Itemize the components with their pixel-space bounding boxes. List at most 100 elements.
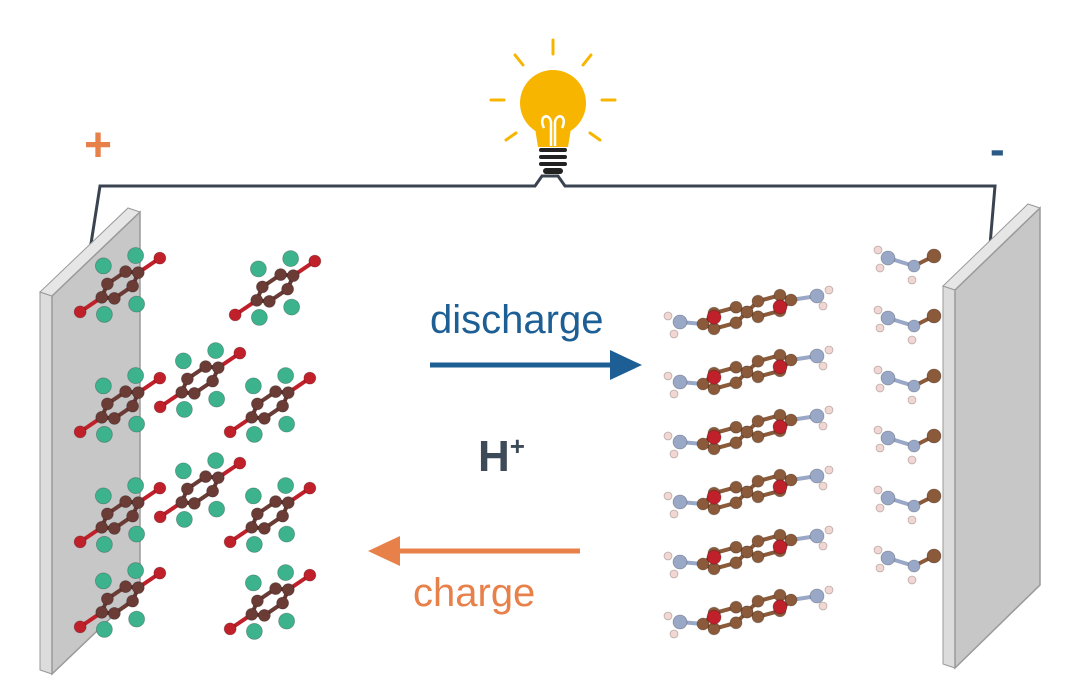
hydrogen-atom [818,541,828,551]
carbon-atom [175,495,189,509]
chlorine-atom [128,610,146,628]
chloranil-crystal-molecules [73,247,322,640]
carbon-atom [250,397,264,411]
amine-group [873,485,942,525]
chlorine-atom [95,621,113,638]
oxygen-atom [153,510,167,524]
oxygen-atom [772,299,788,315]
hydrogen-atom [907,575,917,585]
nitrogen-atom [672,434,688,450]
positive-electrode [39,207,141,676]
carbon-atom [107,292,121,305]
carbon-atom [269,495,283,508]
hydrogen-atom [669,569,679,579]
carbon-atom [250,594,264,608]
carbon-atom [729,480,743,494]
carbon-atom [696,317,710,331]
amine-group [873,245,942,285]
chlorine-atom [244,377,262,395]
nitrogen-atom [672,314,688,330]
carbon-atom [751,534,765,548]
carbon-atom [740,425,754,439]
chlorine-atom [94,572,112,590]
carbon-atom [729,316,743,330]
chlorine-atom [245,536,263,553]
nitrogen-atom [672,494,688,510]
chlorine-atom [95,306,113,323]
hydrogen-atom [663,371,673,381]
carbon-atom [131,386,145,400]
hydrogen-atom [669,329,679,339]
carbon-atom [729,420,743,434]
carbon-atom [696,617,710,631]
light-bulb-icon [489,38,617,174]
oxygen-atom [233,346,247,360]
hydrogen-atom [663,431,673,441]
chlorine-atom [127,367,145,384]
nitrogen-atom [672,554,688,570]
carbon-atom [729,616,743,630]
nitrogen-atom [672,374,688,390]
circuit-wire [88,174,997,251]
oxygen-atom [706,429,722,445]
discharge-label: discharge [430,298,604,342]
carbon-atom [751,490,765,504]
carbon-atom [751,310,765,324]
oxygen-atom [706,489,722,505]
carbon-atom [276,596,290,610]
carbon-atom [257,412,271,425]
oxygen-atom [308,254,322,268]
chloranil-molecule [73,367,167,443]
organic-molecule [663,465,834,519]
oxygen-atom [153,481,167,495]
charge-arrow [368,536,580,566]
carbon-atom [119,580,133,593]
chlorine-atom [208,390,226,408]
oxygen-atom [228,308,242,322]
oxygen-atom [706,549,722,565]
carbon-atom [255,280,269,294]
oxygen-atom [233,456,247,470]
carbon-atom [269,385,283,398]
oxygen-atom [772,359,788,375]
carbon-atom [751,594,765,608]
chlorine-atom [283,298,301,316]
organic-molecule [663,405,834,459]
carbon-atom [784,533,798,547]
hydrogen-atom [663,311,673,321]
carbon-atom [100,397,114,411]
oxygen-atom [153,400,167,414]
carbon-atom [784,353,798,367]
carbon-atom [131,581,145,595]
carbon-atom [696,497,710,511]
organic-molecule [663,345,834,399]
oxygen-atom [706,309,722,325]
hydrogen-atom [907,275,917,285]
hydrogen-atom [907,515,917,525]
chlorine-atom [278,612,296,630]
organic-molecule [663,585,834,639]
carbon-atom [286,269,300,283]
chloranil-molecule [73,477,167,553]
nitrogen-atom [907,559,921,573]
oxygen-atom [772,539,788,555]
carbon-atom [751,370,765,384]
chlorine-atom [245,623,263,640]
carbon-atom [126,399,140,413]
oxygen-atom [303,568,317,582]
hydrogen-atom [875,563,885,573]
carbon-atom [926,308,942,324]
oxygen-atom [223,425,237,439]
carbon-atom [180,372,194,386]
hydrogen-atom [663,611,673,621]
carbon-atom [926,248,942,264]
carbon-atom [269,582,283,595]
oxygen-atom [772,479,788,495]
hydrogen-atom [824,405,834,415]
nitrogen-atom [880,490,896,506]
chlorine-atom [94,377,112,395]
hydrogen-atom [875,443,885,453]
chlorine-atom [128,295,146,313]
nitrogen-atom [907,259,921,273]
